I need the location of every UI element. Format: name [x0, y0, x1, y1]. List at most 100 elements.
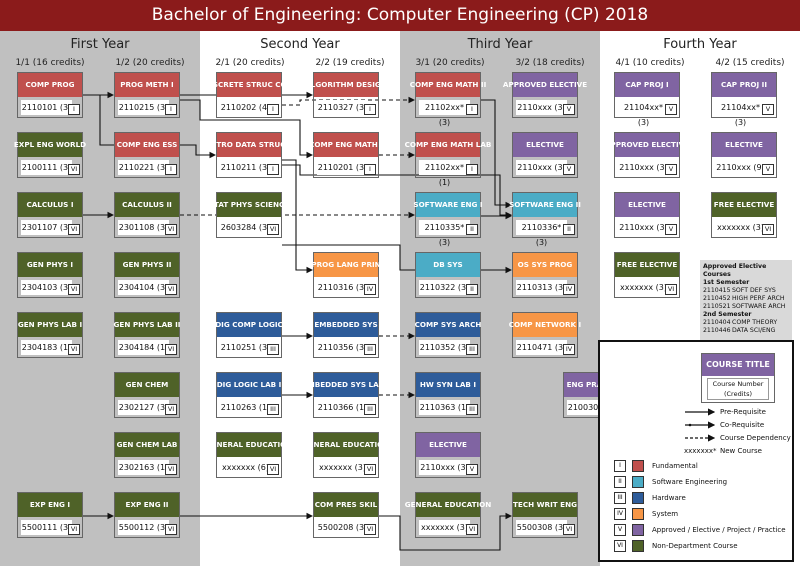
legend: COURSE TITLE Course Number (Credits) Pre…: [598, 340, 794, 562]
course-title: SOFTWARE ENG II: [509, 193, 581, 217]
legend-category-label: Approved / Elective / Project / Practice: [652, 526, 786, 534]
course-title: APPROVED ELECTIVE: [605, 133, 689, 157]
course-category-code: VI: [68, 164, 80, 175]
course-category-code: V: [563, 104, 575, 115]
legend-category-swatch: [632, 540, 644, 552]
course-number: 2110xxx (3): [516, 100, 567, 115]
course-number: xxxxxxx (6): [220, 460, 271, 475]
approved-electives-box: Approved Elective Courses 1st Semester 2…: [700, 260, 792, 340]
course-category-code: I: [68, 104, 80, 115]
legend-sample-title: COURSE TITLE: [702, 354, 774, 376]
year-column-bg: [400, 31, 600, 566]
course-number: 2110366 (1): [317, 400, 368, 415]
course-category-code: IV: [563, 344, 575, 355]
course-number: 2110xxx (3): [419, 460, 470, 475]
legend-sample-line2: (Credits): [723, 390, 752, 398]
course-title: CAP PROJ II: [712, 73, 776, 97]
legend-sample-course: COURSE TITLE Course Number (Credits): [701, 353, 775, 403]
course-title: ELECTIVE: [712, 133, 776, 157]
course-title: FREE ELECTIVE: [712, 193, 776, 217]
course-category-code: VI: [563, 524, 575, 535]
course-title: FREE ELECTIVE: [615, 253, 679, 277]
elective-code: 2110415: [703, 287, 731, 294]
course-category-code: I: [267, 104, 279, 115]
course-category-code: V: [563, 164, 575, 175]
course-category-code: III: [364, 344, 376, 355]
course-title: COMP NETWORK I: [509, 313, 581, 337]
course-title: APPROVED ELECTIVE: [503, 73, 587, 97]
course-title: COMP ENG MATH LAB: [405, 133, 491, 157]
course-category-code: V: [762, 104, 774, 115]
legend-category-swatch: [632, 460, 644, 472]
course-category-code: VI: [68, 344, 80, 355]
course-number: 2110201 (3): [317, 160, 368, 175]
course-number: 21104xx* (3): [618, 100, 669, 127]
legend-category-label: Hardware: [652, 494, 686, 502]
legend-category-code: I: [614, 460, 626, 472]
year-label: Third Year: [467, 37, 533, 52]
semester-label: 4/1 (10 credits): [615, 58, 685, 68]
approved-electives-heading: Approved Elective Courses: [703, 263, 767, 278]
course-category-code: II: [466, 284, 478, 295]
course-title: EMBEDDED SYS: [314, 313, 378, 337]
course-title: EXP ENG I: [18, 493, 82, 517]
course-category-code: I: [466, 104, 478, 115]
course-title: CAP PROJ I: [615, 73, 679, 97]
course-card[interactable]: APPROVED ELECTIVE 2110xxx (3)V: [503, 72, 587, 118]
course-category-code: I: [165, 164, 177, 175]
course-category-code: I: [466, 164, 478, 175]
course-title: STAT PHYS SCIENCE: [209, 193, 289, 217]
course-title: OS SYS PROG: [513, 253, 577, 277]
